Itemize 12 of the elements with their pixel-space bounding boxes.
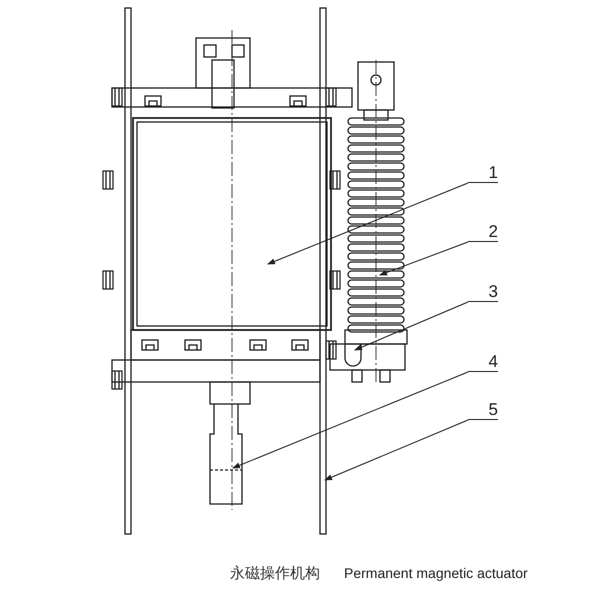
callout-number: 3 [468, 282, 498, 302]
caption-text: Permanent magnetic actuator [344, 564, 528, 583]
leader-line [379, 242, 468, 276]
callout-number: 2 [468, 222, 498, 242]
leader-line [267, 182, 468, 264]
leader-line [232, 372, 468, 468]
leader-line [324, 420, 468, 480]
callout-number: 4 [468, 352, 498, 372]
caption-text: 永磁操作机构 [230, 563, 320, 584]
callout-number: 1 [468, 163, 498, 183]
callout-number: 5 [468, 400, 498, 420]
leader-line [354, 302, 468, 350]
